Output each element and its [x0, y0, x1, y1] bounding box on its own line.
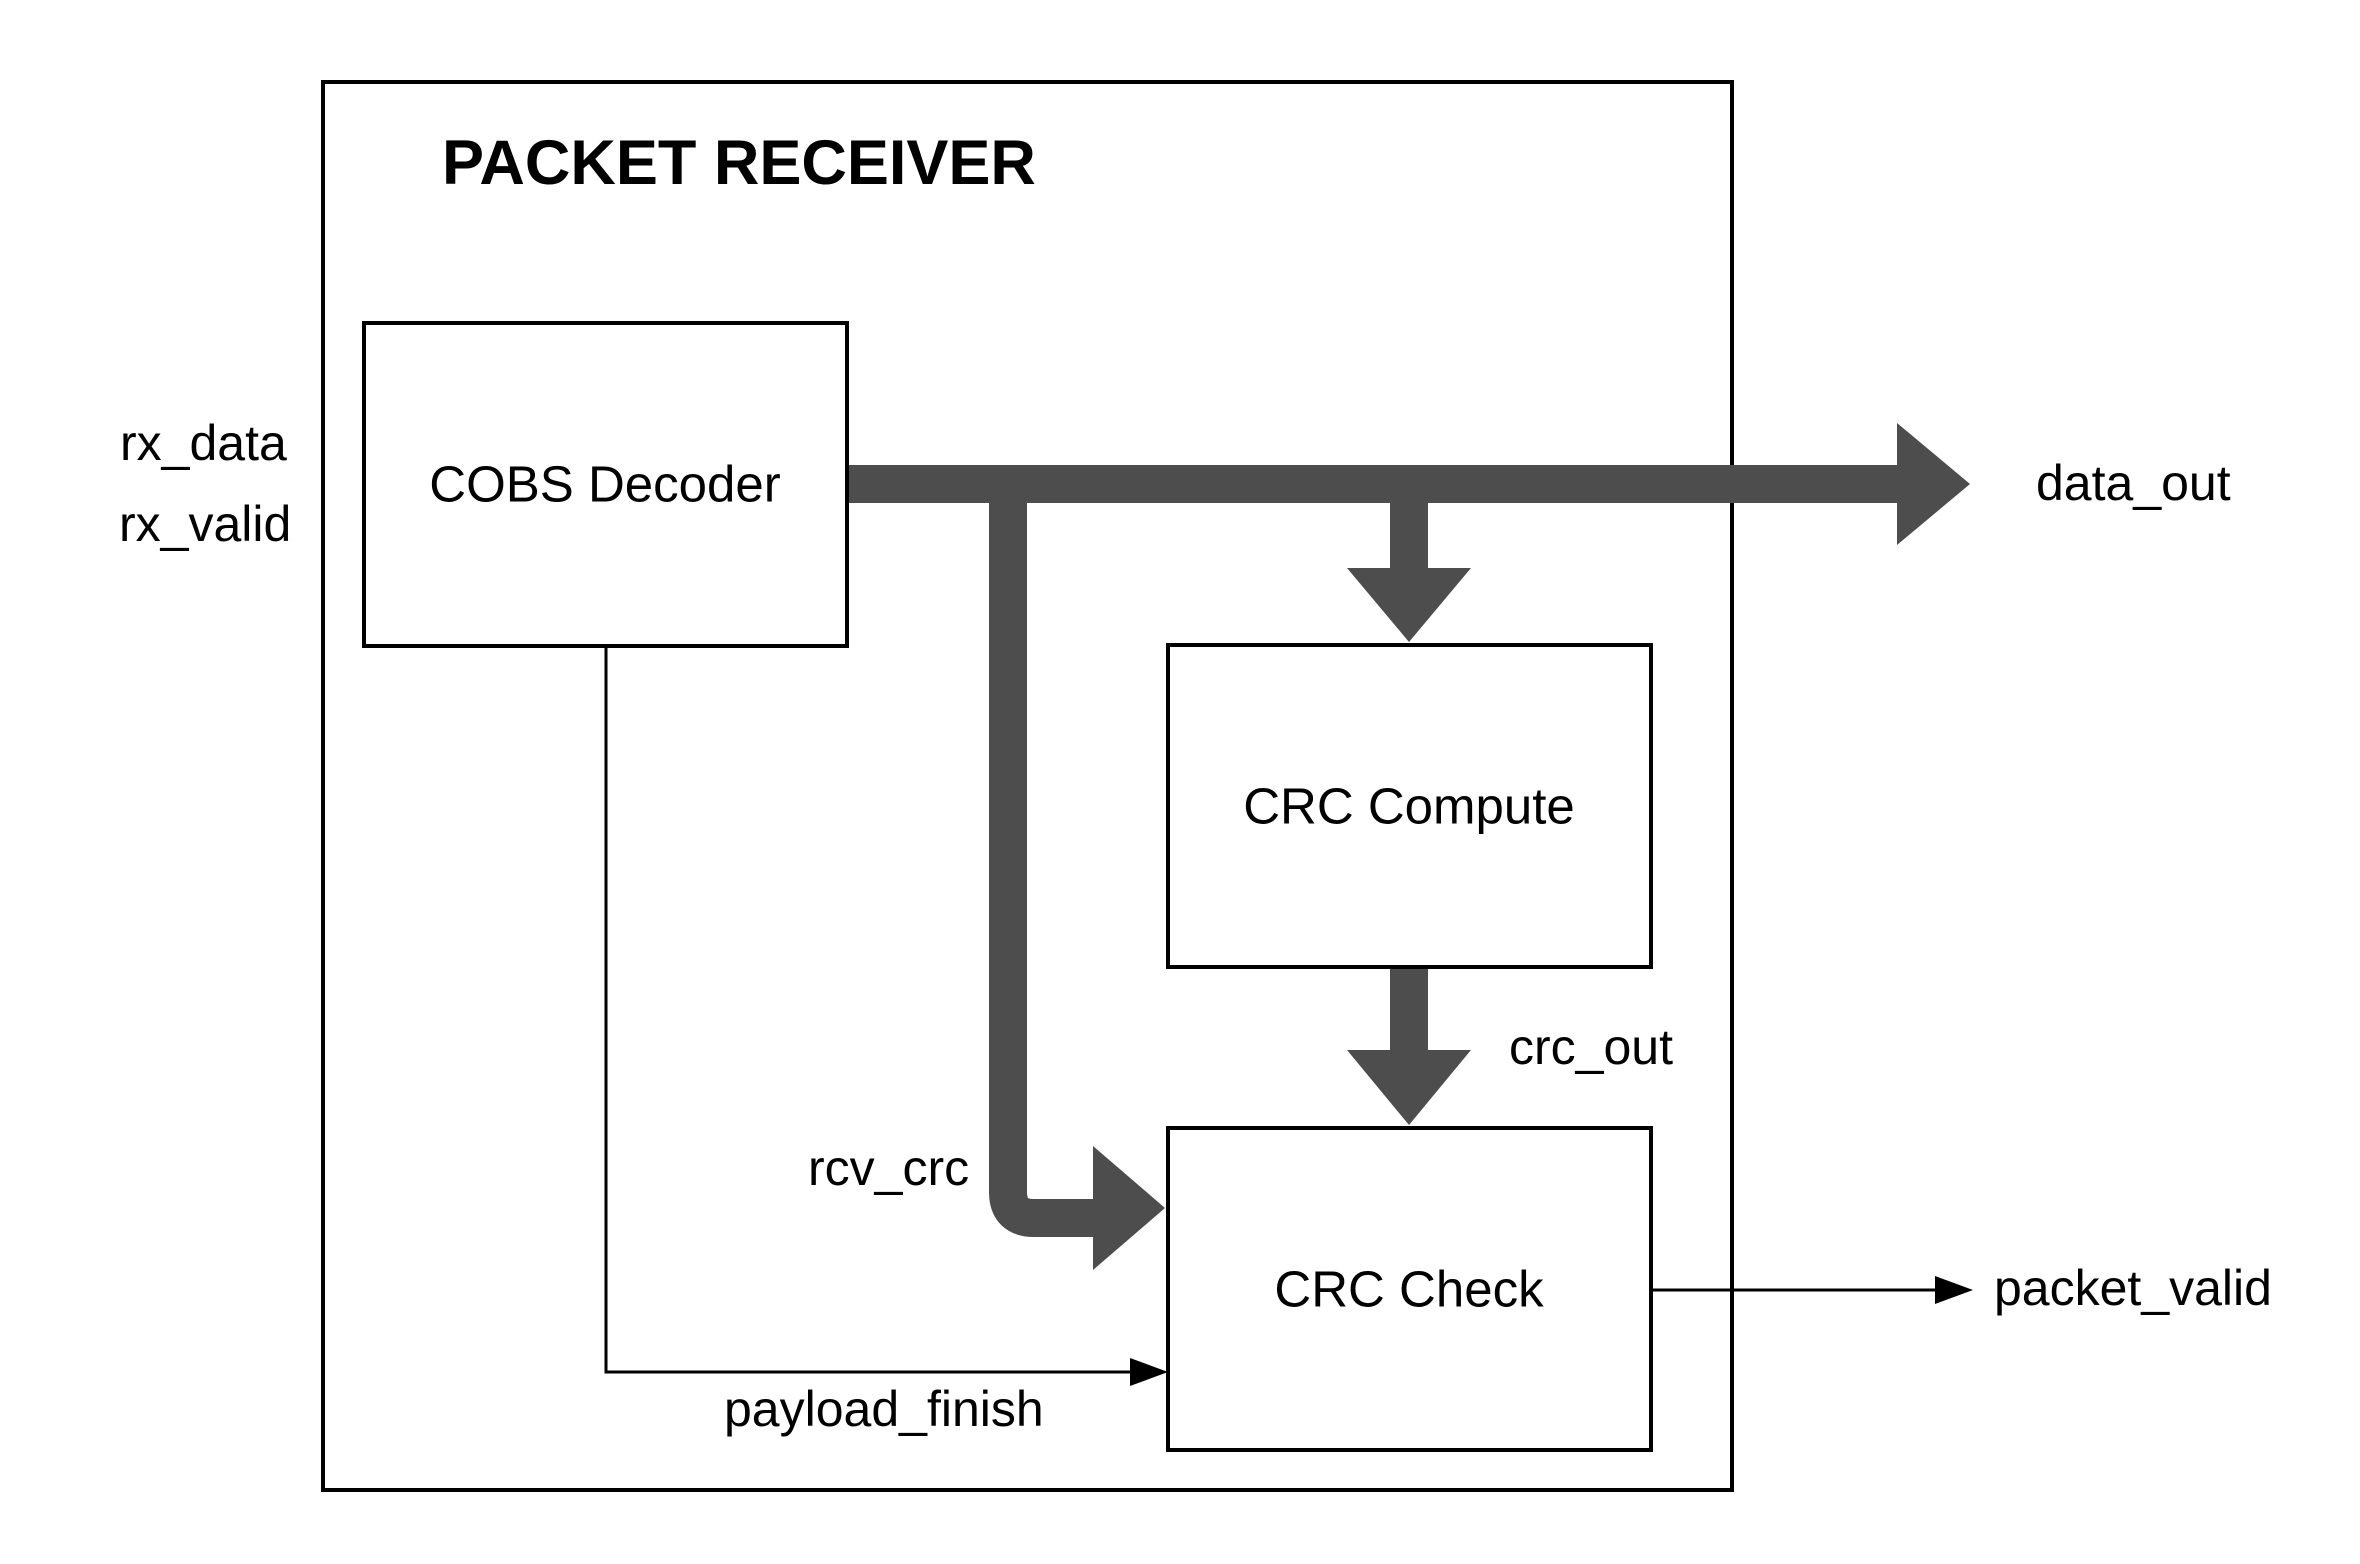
crc-check-label: CRC Check	[1274, 1261, 1544, 1318]
payload-finish-label: payload_finish	[724, 1381, 1044, 1437]
crc-out-bus	[1347, 968, 1471, 1125]
rx-data-label: rx_data	[120, 415, 287, 471]
crc-compute-input-arrowhead	[1347, 568, 1471, 642]
rx-valid-label: rx_valid	[119, 496, 291, 552]
rcv-crc-bus	[989, 484, 1165, 1270]
crc-compute-block	[1166, 643, 1653, 969]
payload-finish-arrowhead	[1130, 1358, 1168, 1386]
data-out-arrowhead	[1897, 423, 1970, 545]
diagram-title: PACKET RECEIVER	[442, 128, 1036, 198]
cobs-decoder-label: COBS Decoder	[429, 456, 780, 513]
crc-check-block	[1166, 1126, 1653, 1452]
cobs-decoder-block	[362, 321, 849, 648]
packet-valid-arrowhead	[1935, 1276, 1973, 1304]
packet-receiver-frame	[321, 80, 1734, 1492]
crc-out-label: crc_out	[1509, 1019, 1673, 1075]
packet-valid-line	[1652, 1276, 1973, 1304]
payload-finish-line	[604, 645, 1168, 1386]
crc-compute-input-bus	[1347, 484, 1471, 642]
rcv-crc-arrowhead	[1093, 1146, 1165, 1270]
crc-out-arrowhead	[1347, 1050, 1471, 1125]
data-out-label: data_out	[2036, 455, 2231, 511]
packet-valid-label: packet_valid	[1994, 1260, 2272, 1316]
rcv-crc-label: rcv_crc	[808, 1140, 969, 1196]
crc-compute-label: CRC Compute	[1243, 778, 1575, 835]
